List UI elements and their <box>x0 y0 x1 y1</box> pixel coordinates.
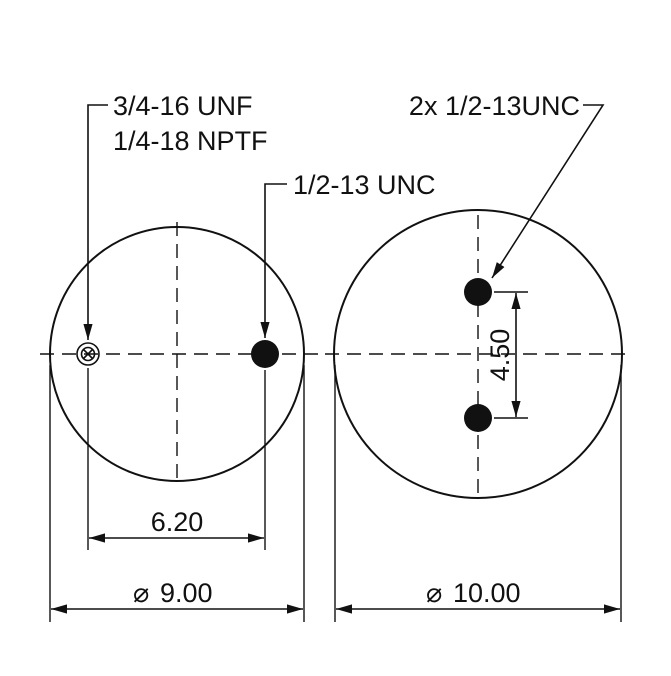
top-diameter-value: 9.00 <box>160 578 213 608</box>
bottom-stud-hole-upper-icon <box>464 278 492 306</box>
bottom-studs-label: 2x 1/2-13UNC <box>409 91 580 121</box>
port-thread-label-1: 3/4-16 UNF <box>113 91 253 121</box>
top-diameter-symbol: ⌀ <box>133 578 149 608</box>
top-plate-view: 3/4-16 UNF 1/4-18 NPTF 1/2-13 UNC 6.20 ⌀… <box>40 91 436 622</box>
bottom-plate-view: 2x 1/2-13UNC 4.50 ⌀ 10.00 <box>325 91 630 622</box>
stud-spacing-value: 4.50 <box>485 329 515 382</box>
bottom-diameter-symbol: ⌀ <box>426 578 442 608</box>
stud-leader-line <box>260 183 287 338</box>
hole-spacing-value: 6.20 <box>151 507 204 537</box>
bottom-diameter-value: 10.00 <box>453 578 521 608</box>
air-port-icon <box>76 342 100 366</box>
stud-thread-label: 1/2-13 UNC <box>293 170 436 200</box>
top-stud-hole-icon <box>251 340 279 368</box>
bottom-stud-hole-lower-icon <box>464 404 492 432</box>
bottom-studs-leader-line <box>491 104 605 279</box>
port-leader-line <box>83 104 108 340</box>
port-thread-label-2: 1/4-18 NPTF <box>113 126 268 156</box>
